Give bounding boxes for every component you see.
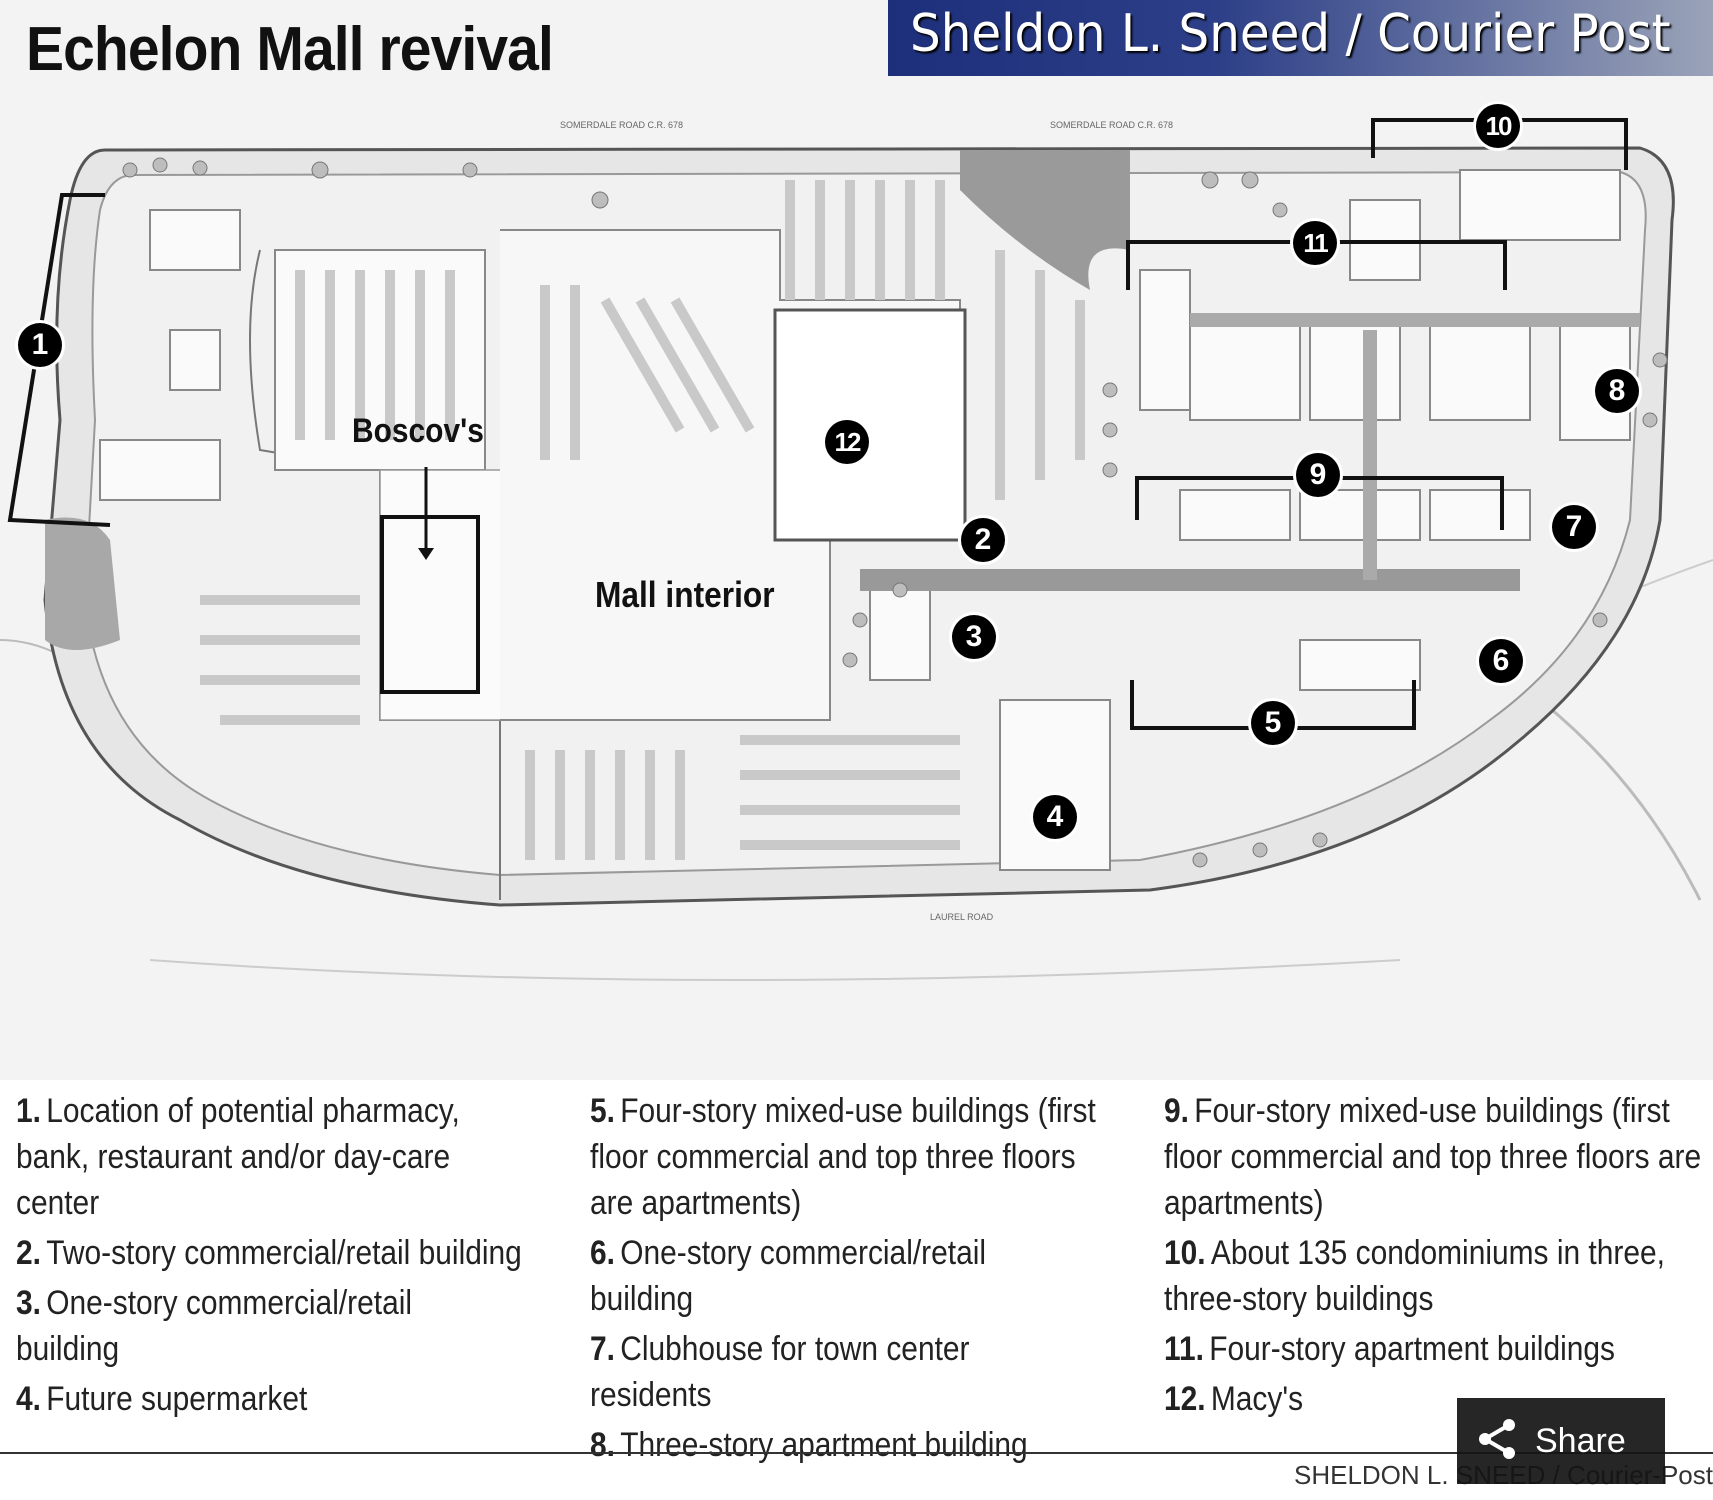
legend-text: One-story commercial/retail building [590, 1234, 987, 1318]
legend-text: Four-story mixed-use buildings (first fl… [1164, 1092, 1702, 1222]
svg-text:SOMERDALE ROAD C.R. 678: SOMERDALE ROAD C.R. 678 [560, 120, 683, 130]
marker-1: 1 [18, 323, 62, 367]
legend-item: 8.Three-story apartment building [590, 1422, 1096, 1468]
marker-6: 6 [1479, 639, 1523, 683]
marker-2: 2 [961, 518, 1005, 562]
marker-3: 3 [952, 615, 996, 659]
legend-item: 11.Four-story apartment buildings [1164, 1326, 1710, 1372]
legend-item: 10.About 135 condominiums in three, thre… [1164, 1230, 1710, 1322]
legend-text: Four-story apartment buildings [1209, 1330, 1615, 1368]
legend-item: 1.Location of potential pharmacy, bank, … [16, 1088, 522, 1226]
legend-number: 8. [590, 1426, 615, 1464]
marker-4: 4 [1033, 795, 1077, 839]
svg-text:SOMERDALE ROAD C.R. 678: SOMERDALE ROAD C.R. 678 [1050, 120, 1173, 130]
footer-divider [0, 1452, 1713, 1454]
site-plan-map: SOMERDALE ROAD C.R. 678 SOMERDALE ROAD C… [0, 0, 1713, 1080]
legend-number: 11. [1164, 1330, 1204, 1368]
legend-text: One-story commercial/retail building [16, 1284, 413, 1368]
legend-text: Three-story apartment building [620, 1426, 1028, 1464]
share-icon [1477, 1417, 1517, 1466]
legend-text: Clubhouse for town center residents [590, 1330, 970, 1414]
label-mall-interior: Mall interior [595, 574, 775, 615]
label-boscovs: Boscov's [352, 412, 484, 450]
legend-text: Four-story mixed-use buildings (first fl… [590, 1092, 1096, 1222]
marker-5: 5 [1251, 701, 1295, 745]
legend-number: 12. [1164, 1380, 1206, 1418]
legend-number: 10. [1164, 1234, 1206, 1272]
marker-7: 7 [1552, 505, 1596, 549]
share-label: Share [1535, 1421, 1626, 1460]
legend-column-1: 1.Location of potential pharmacy, bank, … [16, 1088, 522, 1426]
legend-text: Two-story commercial/retail building [46, 1234, 522, 1272]
marker-10: 10 [1476, 104, 1520, 148]
marker-9: 9 [1296, 453, 1340, 497]
legend-item: 12.Macy's [1164, 1376, 1710, 1422]
legend-number: 5. [590, 1092, 615, 1130]
boscovs-outline [380, 515, 480, 694]
legend-column-2: 5.Four-story mixed-use buildings (first … [590, 1088, 1096, 1472]
legend-column-3: 9.Four-story mixed-use buildings (first … [1164, 1088, 1710, 1426]
legend-number: 4. [16, 1380, 41, 1418]
legend-item: 4.Future supermarket [16, 1376, 522, 1422]
legend-number: 9. [1164, 1092, 1189, 1130]
legend-number: 1. [16, 1092, 41, 1130]
photo-credit-text: Sheldon L. Sneed / Courier Post [910, 4, 1671, 64]
legend-item: 5.Four-story mixed-use buildings (first … [590, 1088, 1096, 1226]
macys-building [773, 308, 967, 542]
legend-item: 6.One-story commercial/retail building [590, 1230, 1096, 1322]
legend-text: About 135 condominiums in three, three-s… [1164, 1234, 1665, 1318]
marker-12: 12 [825, 420, 869, 464]
legend-text: Future supermarket [46, 1380, 308, 1418]
marker-11: 11 [1293, 221, 1337, 265]
legend-number: 3. [16, 1284, 41, 1322]
legend-number: 2. [16, 1234, 41, 1272]
svg-text:LAUREL ROAD: LAUREL ROAD [930, 912, 994, 922]
legend-number: 6. [590, 1234, 615, 1272]
legend-number: 7. [590, 1330, 615, 1368]
site-plan-drawing: SOMERDALE ROAD C.R. 678 SOMERDALE ROAD C… [0, 118, 1713, 981]
legend-item: 2.Two-story commercial/retail building [16, 1230, 522, 1276]
legend-text: Location of potential pharmacy, bank, re… [16, 1092, 460, 1222]
marker-8: 8 [1595, 369, 1639, 413]
legend-item: 7.Clubhouse for town center residents [590, 1326, 1096, 1418]
legend-text: Macy's [1210, 1380, 1304, 1418]
map-title: Echelon Mall revival [26, 15, 554, 84]
legend-item: 3.One-story commercial/retail building [16, 1280, 522, 1372]
legend-item: 9.Four-story mixed-use buildings (first … [1164, 1088, 1710, 1226]
share-button[interactable]: Share [1457, 1398, 1665, 1484]
photo-credit-banner: Sheldon L. Sneed / Courier Post [888, 0, 1713, 76]
